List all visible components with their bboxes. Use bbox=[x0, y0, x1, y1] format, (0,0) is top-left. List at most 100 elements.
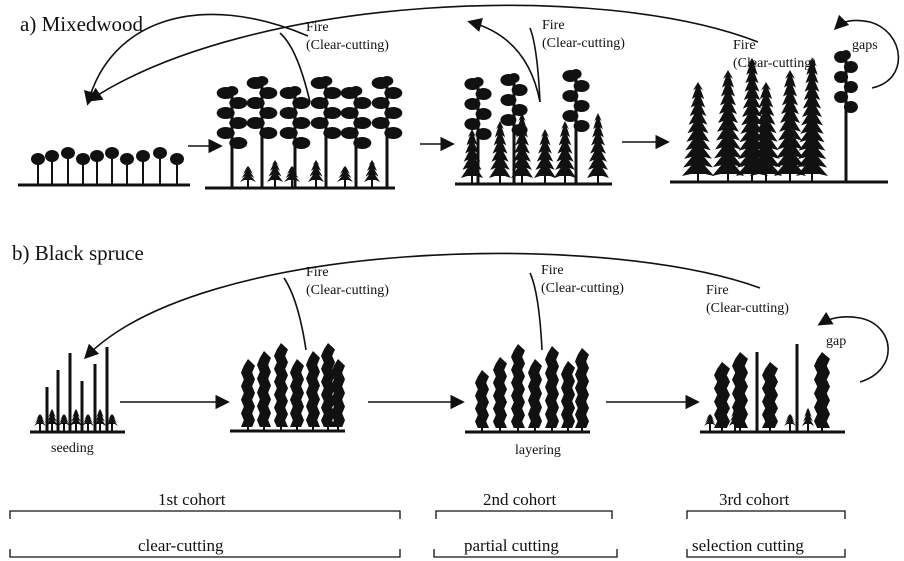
aspen-tree bbox=[310, 76, 342, 188]
arrow bbox=[817, 311, 889, 383]
spruce-tree bbox=[489, 121, 511, 184]
cutting-bracket bbox=[686, 549, 846, 558]
spruce-tree bbox=[554, 121, 576, 184]
black-spruce-tree bbox=[241, 359, 255, 431]
spruce-tree bbox=[82, 414, 94, 432]
panel-b-title: b) Black spruce bbox=[12, 241, 144, 265]
aspen-sapling bbox=[120, 153, 134, 185]
clear-cutting-word: (Clear-cutting) bbox=[733, 56, 816, 71]
fire-word: Fire bbox=[306, 265, 329, 280]
clear-cutting-word: (Clear-cutting) bbox=[706, 301, 789, 316]
spruce-tree bbox=[802, 408, 814, 432]
panel-b-fire-label-2: Fire (Clear-cutting) bbox=[541, 262, 624, 298]
cohort-bracket bbox=[9, 510, 401, 519]
cutting-bracket bbox=[9, 549, 401, 558]
spruce-tree bbox=[682, 82, 714, 182]
aspen-sapling bbox=[136, 150, 150, 185]
black-spruce-tree bbox=[511, 344, 525, 432]
aspen-tree bbox=[340, 86, 372, 188]
panel-b-fire-label-3: Fire (Clear-cutting) bbox=[706, 282, 789, 318]
aspen-sapling bbox=[170, 153, 184, 185]
spruce-tree bbox=[267, 160, 283, 188]
clear-cutting-word: (Clear-cutting) bbox=[542, 36, 625, 51]
cohort-brackets bbox=[9, 510, 846, 558]
cutting-bracket bbox=[433, 549, 618, 558]
fire-word: Fire bbox=[733, 38, 756, 53]
black-spruce-tree bbox=[257, 351, 271, 431]
spruce-tree bbox=[240, 166, 256, 188]
spruce-tree bbox=[70, 409, 82, 432]
spruce-tree bbox=[796, 58, 828, 182]
arrow bbox=[833, 14, 900, 89]
cutting-label-3: selection cutting bbox=[692, 536, 804, 555]
spruce-tree bbox=[534, 129, 556, 184]
spruce-tree bbox=[58, 414, 70, 432]
fire-link bbox=[529, 272, 543, 351]
aspen-sapling bbox=[45, 150, 59, 185]
arrows bbox=[83, 4, 900, 410]
seeding-label: seeding bbox=[51, 441, 94, 456]
cutting-label-1: clear-cutting bbox=[138, 536, 224, 555]
fire-link bbox=[529, 27, 541, 103]
aspen-tree bbox=[371, 76, 403, 188]
aspen-sapling bbox=[153, 147, 167, 185]
aspen-tree bbox=[834, 50, 858, 182]
aspen-tree bbox=[216, 86, 248, 188]
fire-word: Fire bbox=[706, 283, 729, 298]
fire-link bbox=[283, 277, 307, 351]
black-spruce-tree bbox=[290, 359, 304, 431]
black-spruce-tree bbox=[306, 351, 320, 431]
spruce-tree bbox=[284, 166, 300, 188]
layering-label: layering bbox=[515, 443, 561, 458]
spruce-tree bbox=[704, 414, 716, 432]
panel-a-fire-label-1: Fire (Clear-cutting) bbox=[306, 19, 389, 55]
black-spruce-tree bbox=[493, 357, 507, 432]
aspen-sapling bbox=[76, 153, 90, 185]
spruce-tree bbox=[337, 166, 353, 188]
panel-a-fire-label-2: Fire (Clear-cutting) bbox=[542, 17, 625, 53]
arrow bbox=[87, 4, 759, 102]
black-spruce-tree bbox=[561, 361, 575, 432]
panel-a-title: a) Mixedwood bbox=[20, 12, 144, 36]
arrow bbox=[467, 18, 541, 103]
black-spruce-tree bbox=[528, 359, 542, 432]
panel-a-fire-label-3: Fire (Clear-cutting) bbox=[733, 37, 816, 73]
cohort-label-3: 3rd cohort bbox=[719, 490, 790, 509]
clear-cutting-word: (Clear-cutting) bbox=[541, 281, 624, 296]
cohort-label-1: 1st cohort bbox=[158, 490, 226, 509]
black-spruce-tree bbox=[331, 359, 345, 431]
tree-illustrations bbox=[31, 50, 858, 432]
arrow bbox=[84, 13, 309, 106]
black-spruce-tree bbox=[545, 346, 559, 432]
clear-cutting-word: (Clear-cutting) bbox=[306, 38, 389, 53]
cutting-label-2: partial cutting bbox=[464, 536, 559, 555]
black-spruce-tree bbox=[274, 343, 288, 431]
spruce-tree bbox=[364, 160, 380, 188]
black-spruce-tree bbox=[575, 348, 589, 432]
fire-word: Fire bbox=[542, 18, 565, 33]
spruce-tree bbox=[308, 160, 324, 188]
spruce-tree bbox=[34, 414, 46, 432]
spruce-tree bbox=[784, 414, 796, 432]
black-spruce-tree bbox=[714, 362, 730, 432]
clear-cutting-word: (Clear-cutting) bbox=[306, 283, 389, 298]
cohort-bracket bbox=[686, 510, 846, 519]
aspen-tree bbox=[279, 86, 311, 188]
aspen-sapling bbox=[105, 147, 119, 185]
aspen-tree bbox=[246, 76, 278, 188]
aspen-tree bbox=[464, 77, 492, 184]
aspen-sapling bbox=[90, 150, 104, 185]
fire-link bbox=[279, 32, 311, 103]
black-spruce-tree bbox=[475, 370, 489, 432]
panel-b-fire-label-1: Fire (Clear-cutting) bbox=[306, 264, 389, 300]
arrow bbox=[83, 252, 761, 360]
aspen-sapling bbox=[31, 153, 45, 185]
panel-b-gap-label: gap bbox=[826, 334, 847, 349]
panel-a-gaps-label: gaps bbox=[852, 38, 878, 53]
cohort-bracket bbox=[435, 510, 613, 519]
black-spruce-tree bbox=[814, 352, 830, 432]
cohort-label-2: 2nd cohort bbox=[483, 490, 557, 509]
ground-lines bbox=[18, 180, 888, 434]
